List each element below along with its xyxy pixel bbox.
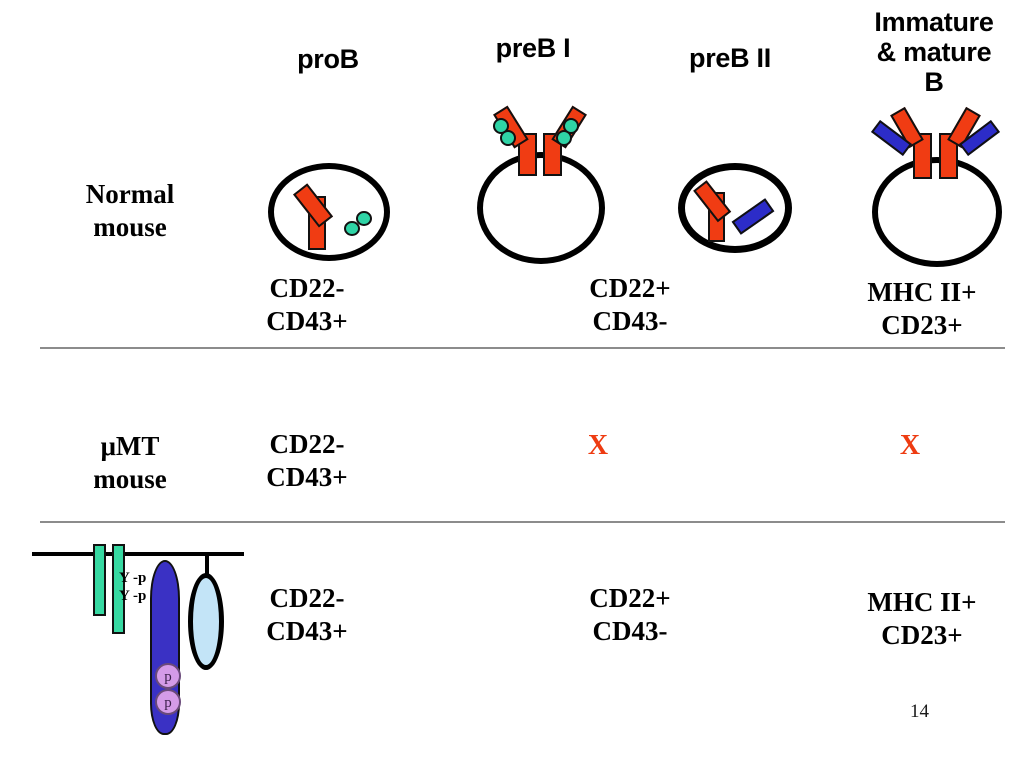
transmembrane-bar-1 xyxy=(93,544,106,616)
transmembrane-bar-2 xyxy=(112,544,125,634)
x-mark-umt-mature: X xyxy=(899,430,921,461)
preb2-cell-membrane xyxy=(678,163,792,253)
prob-cell-membrane xyxy=(268,163,390,261)
mature-cell-membrane xyxy=(872,157,1002,267)
phosphate-circle-2: p xyxy=(155,689,181,715)
divider-row-2 xyxy=(40,521,1005,523)
mature-heavy-chain-left-stem xyxy=(913,133,932,179)
column-header-mature-b: Immature & mature B xyxy=(874,7,994,98)
mature-heavy-chain-right-stem xyxy=(939,133,958,179)
markers-cd22-mature: MHC II+ CD23+ xyxy=(867,587,977,650)
preb1-surrogate-dot-left-2 xyxy=(500,130,516,146)
page-number: 14 xyxy=(910,701,929,722)
plasma-membrane-line xyxy=(32,552,244,556)
row-label-umt-mouse: μMT mouse xyxy=(93,431,167,494)
markers-cd22-prob: CD22- CD43+ xyxy=(266,583,348,646)
preb1-cell-membrane xyxy=(477,152,605,264)
phosphate-circle-1: p xyxy=(155,663,181,689)
markers-normal-mature: MHC II+ CD23+ xyxy=(867,277,977,340)
markers-normal-preb: CD22+ CD43- xyxy=(589,273,671,336)
column-header-preb2: preB II xyxy=(689,43,771,73)
prob-surrogate-light-chain-dot-1 xyxy=(344,221,360,236)
divider-row-1 xyxy=(40,347,1005,349)
cd22-ellipse xyxy=(188,573,224,670)
markers-cd22-preb: CD22+ CD43- xyxy=(589,583,671,646)
markers-normal-prob: CD22- CD43+ xyxy=(266,273,348,336)
prob-surrogate-light-chain-dot-2 xyxy=(356,211,372,226)
row-label-normal-mouse: Normal mouse xyxy=(85,179,175,242)
markers-umt-prob: CD22- CD43+ xyxy=(266,429,348,492)
x-mark-umt-preb: X xyxy=(587,430,609,461)
cd22-stalk xyxy=(205,552,209,576)
column-header-preb1: preB I xyxy=(495,33,571,63)
column-header-prob: proB xyxy=(297,44,359,74)
preb1-heavy-chain-left-stem xyxy=(518,133,537,176)
phosphotyrosine-label: Y -p Y -p xyxy=(119,570,147,604)
preb1-surrogate-dot-right-2 xyxy=(556,130,572,146)
